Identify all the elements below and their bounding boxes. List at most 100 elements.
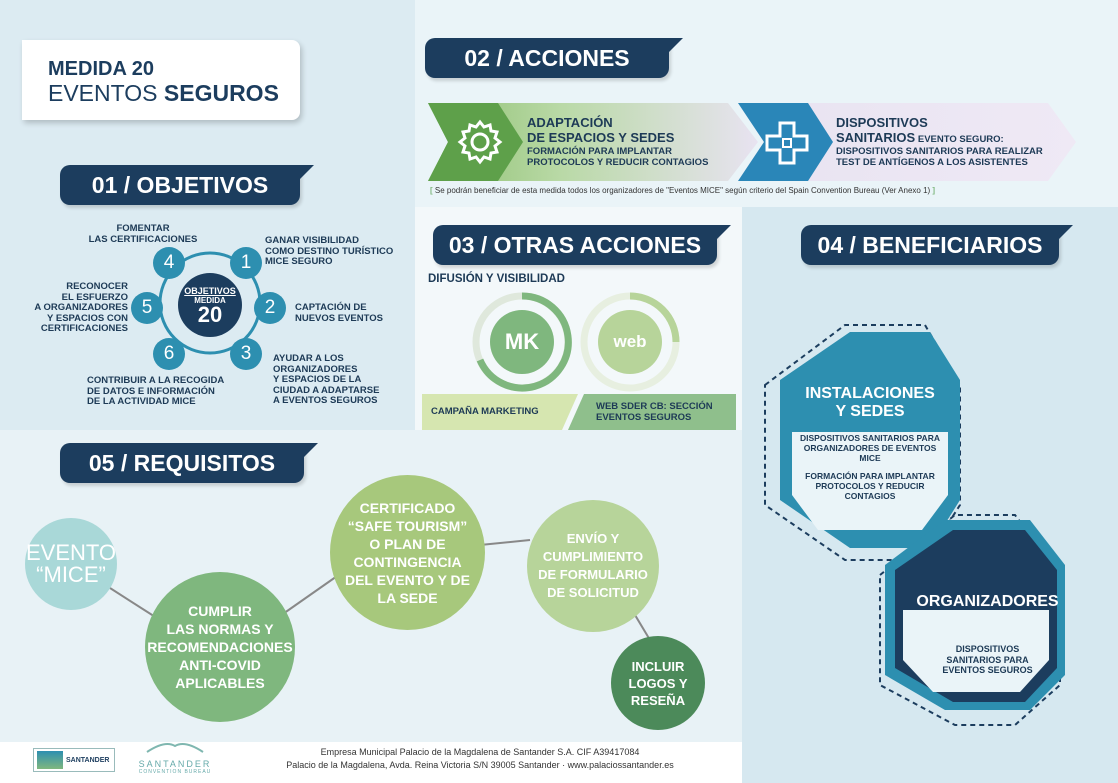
requisito-certificado: CERTIFICADO “SAFE TOURISM” O PLAN DE CON… bbox=[330, 475, 485, 630]
objetivos-center: OBJETIVOS MEDIDA 20 bbox=[178, 273, 242, 337]
r0-l1: EVENTO bbox=[25, 540, 117, 565]
bureau-logo-icon bbox=[146, 743, 204, 753]
o6-l2: DE DATOS E INFORMACIÓN bbox=[87, 385, 215, 397]
r3-l3: DE FORMULARIO bbox=[538, 567, 648, 582]
objetivo-num-5: 5 bbox=[131, 292, 163, 324]
objetivo-num-3: 3 bbox=[230, 338, 262, 370]
r4-l3: RESEÑA bbox=[630, 692, 686, 708]
o3-l4: CIUDAD A ADAPTARSE bbox=[273, 384, 380, 396]
r2-l6: LA SEDE bbox=[377, 589, 438, 606]
acciones-note: [ Se podrán beneficiar de esta medida to… bbox=[430, 186, 936, 195]
r1-l5: APLICABLES bbox=[175, 675, 265, 691]
r2-l2: “SAFE TOURISM” bbox=[347, 517, 468, 534]
o5-l3: A ORGANIZADORES bbox=[34, 302, 128, 313]
r3-l4: DE SOLICITUD bbox=[547, 585, 639, 600]
r0-l2: “MICE” bbox=[36, 562, 106, 587]
r4-l1: INCLUIR bbox=[631, 658, 685, 674]
title-card: MEDIDA 20 EVENTOS SEGUROS bbox=[22, 40, 300, 120]
footer-logo1-text: SANTANDER bbox=[66, 756, 110, 764]
objetivo-text-6: CONTRIBUIR A LA RECOGIDA DE DATOS E INFO… bbox=[87, 375, 225, 408]
o6-l1: CONTRIBUIR A LA RECOGIDA bbox=[87, 375, 225, 386]
o5-l5: CERTIFICACIONES bbox=[40, 323, 128, 334]
otras-label-2-l2: EVENTOS SEGUROS bbox=[596, 411, 692, 423]
accion-1-title2: DE ESPACIOS Y SEDES bbox=[527, 130, 675, 145]
hex1-p1-l3: MICE bbox=[859, 453, 881, 463]
r2-l1: CERTIFICADO bbox=[359, 499, 456, 516]
accion-2-sub2: TEST DE ANTÍGENOS A LOS ASISTENTES bbox=[836, 156, 1028, 168]
o3-l3: Y ESPACIOS DE LA bbox=[273, 374, 362, 385]
footer-line2: Palacio de la Magdalena, Avda. Reina Vic… bbox=[286, 760, 674, 770]
otras-label-2-l1: WEB SDER CB: SECCIÓN bbox=[596, 401, 713, 412]
accion-1-title1: ADAPTACIÓN bbox=[527, 115, 613, 130]
section-banner-acciones: 02 / ACCIONES bbox=[425, 38, 683, 78]
otras-rings bbox=[472, 292, 680, 392]
title-eventos: EVENTOS bbox=[48, 80, 164, 106]
objetivo-text-1: GANAR VISIBILIDAD COMO DESTINO TURÍSTICO… bbox=[265, 235, 394, 268]
hex1-p1-l2: ORGANIZADORES DE EVENTOS bbox=[803, 443, 937, 453]
accion-2-sub1: DISPOSITIVOS SANITARIOS PARA REALIZAR bbox=[836, 146, 1043, 157]
medical-cross-icon bbox=[765, 121, 809, 165]
objetivo-text-2: CAPTACIÓN DE NUEVOS EVENTOS bbox=[295, 302, 383, 324]
r1-l4: ANTI-COVID bbox=[179, 657, 261, 673]
footer-logo-santander-city: SANTANDER bbox=[33, 748, 115, 772]
requisito-evento-mice: EVENTO “MICE” bbox=[25, 518, 117, 610]
accion-2-title2: SANITARIOS EVENTO SEGURO: bbox=[836, 130, 1076, 145]
r2-l3: O PLAN DE bbox=[369, 535, 446, 552]
hex1-p1-l1: DISPOSITIVOS SANITARIOS PARA bbox=[800, 433, 940, 443]
hex2-p-l2: SANITARIOS PARA bbox=[946, 654, 1029, 665]
hex2-p-l1: DISPOSITIVOS bbox=[955, 644, 1020, 654]
o5-l4: Y ESPACIOS CON bbox=[47, 312, 128, 324]
hex2-text: DISPOSITIVOS SANITARIOS PARA EVENTOS SEG… bbox=[915, 644, 1060, 676]
footer-address: Empresa Municipal Palacio de la Magdalen… bbox=[250, 746, 710, 772]
objetivo-num-6: 6 bbox=[153, 338, 185, 370]
section-banner-requisitos: 05 / REQUISITOS bbox=[60, 443, 318, 483]
accion-1-text: ADAPTACIÓN DE ESPACIOS Y SEDES FORMACIÓN… bbox=[527, 115, 742, 168]
o5-l2: EL ESFUERZO bbox=[61, 291, 128, 303]
objetivo-text-3: AYUDAR A LOS ORGANIZADORES Y ESPACIOS DE… bbox=[273, 353, 380, 407]
o4-l1: FOMENTAR bbox=[116, 223, 170, 234]
objetivo-num-1: 1 bbox=[230, 247, 262, 279]
title-seguros: SEGUROS bbox=[163, 80, 279, 106]
hex1-title-l2: Y SEDES bbox=[835, 403, 905, 420]
objetivos-center-1: OBJETIVOS bbox=[184, 285, 236, 296]
acciones-note-text: Se podrán beneficiar de esta medida todo… bbox=[434, 186, 931, 195]
r2-l4: CONTINGENCIA bbox=[353, 553, 462, 570]
o1-l2: COMO DESTINO TURÍSTICO bbox=[265, 245, 394, 257]
r2-l5: DEL EVENTO Y DE bbox=[344, 571, 470, 588]
o3-l1: AYUDAR A LOS bbox=[273, 353, 344, 364]
r1-l1: CUMPLIR bbox=[188, 603, 252, 619]
o2-l1: CAPTACIÓN DE bbox=[295, 302, 367, 313]
r1-l2: LAS NORMAS Y bbox=[166, 621, 274, 637]
o1-l1: GANAR VISIBILIDAD bbox=[265, 235, 359, 246]
footer-logo2-sub: CONVENTION BUREAU bbox=[138, 769, 212, 775]
bg-footer bbox=[0, 742, 742, 783]
requisito-normas: CUMPLIR LAS NORMAS Y RECOMENDACIONES ANT… bbox=[145, 572, 295, 722]
o5-l1: RECONOCER bbox=[66, 281, 128, 292]
o3-l5: A EVENTOS SEGUROS bbox=[273, 395, 378, 406]
hex1-p2-l1: FORMACIÓN PARA IMPLANTAR bbox=[805, 471, 935, 481]
o1-l3: MICE SEGURO bbox=[265, 256, 333, 267]
title-line1: MEDIDA 20 bbox=[48, 58, 154, 80]
beneficiarios-hexagons bbox=[764, 324, 1065, 726]
o4-l2: LAS CERTIFICACIONES bbox=[88, 233, 198, 245]
objetivo-text-5: RECONOCER EL ESFUERZO A ORGANIZADORES Y … bbox=[28, 281, 128, 335]
otras-subtitle: DIFUSIÓN Y VISIBILIDAD bbox=[428, 273, 565, 285]
accion-2-title2-small: EVENTO SEGURO: bbox=[915, 134, 1004, 145]
otras-label-1: CAMPAÑA MARKETING bbox=[431, 406, 539, 417]
r3-l1: ENVÍO Y bbox=[566, 531, 620, 546]
accion-1-sub2: PROTOCOLOS Y REDUCIR CONTAGIOS bbox=[527, 156, 709, 168]
r4-l2: LOGOS Y bbox=[628, 675, 688, 691]
r1-l3: RECOMENDACIONES bbox=[147, 639, 293, 655]
otras-label-2: WEB SDER CB: SECCIÓN EVENTOS SEGUROS bbox=[596, 401, 713, 423]
otras-labels-bg bbox=[422, 394, 736, 430]
o3-l2: ORGANIZADORES bbox=[273, 363, 358, 375]
footer-logo2-text: SANTANDER bbox=[138, 759, 212, 769]
footer-logo-convention-bureau: SANTANDER CONVENTION BUREAU bbox=[132, 740, 218, 776]
web-icon: web bbox=[598, 310, 662, 374]
section-banner-otras: 03 / OTRAS ACCIONES bbox=[433, 225, 731, 265]
accion-2-text: DISPOSITIVOS SANITARIOS EVENTO SEGURO: D… bbox=[836, 115, 1076, 168]
hex1-text: DISPOSITIVOS SANITARIOS PARA ORGANIZADOR… bbox=[784, 433, 956, 501]
requisito-logos: INCLUIR LOGOS Y RESEÑA bbox=[611, 636, 705, 730]
objetivos-center-2: MEDIDA bbox=[194, 295, 226, 305]
objetivos-center-3: 20 bbox=[197, 301, 223, 327]
